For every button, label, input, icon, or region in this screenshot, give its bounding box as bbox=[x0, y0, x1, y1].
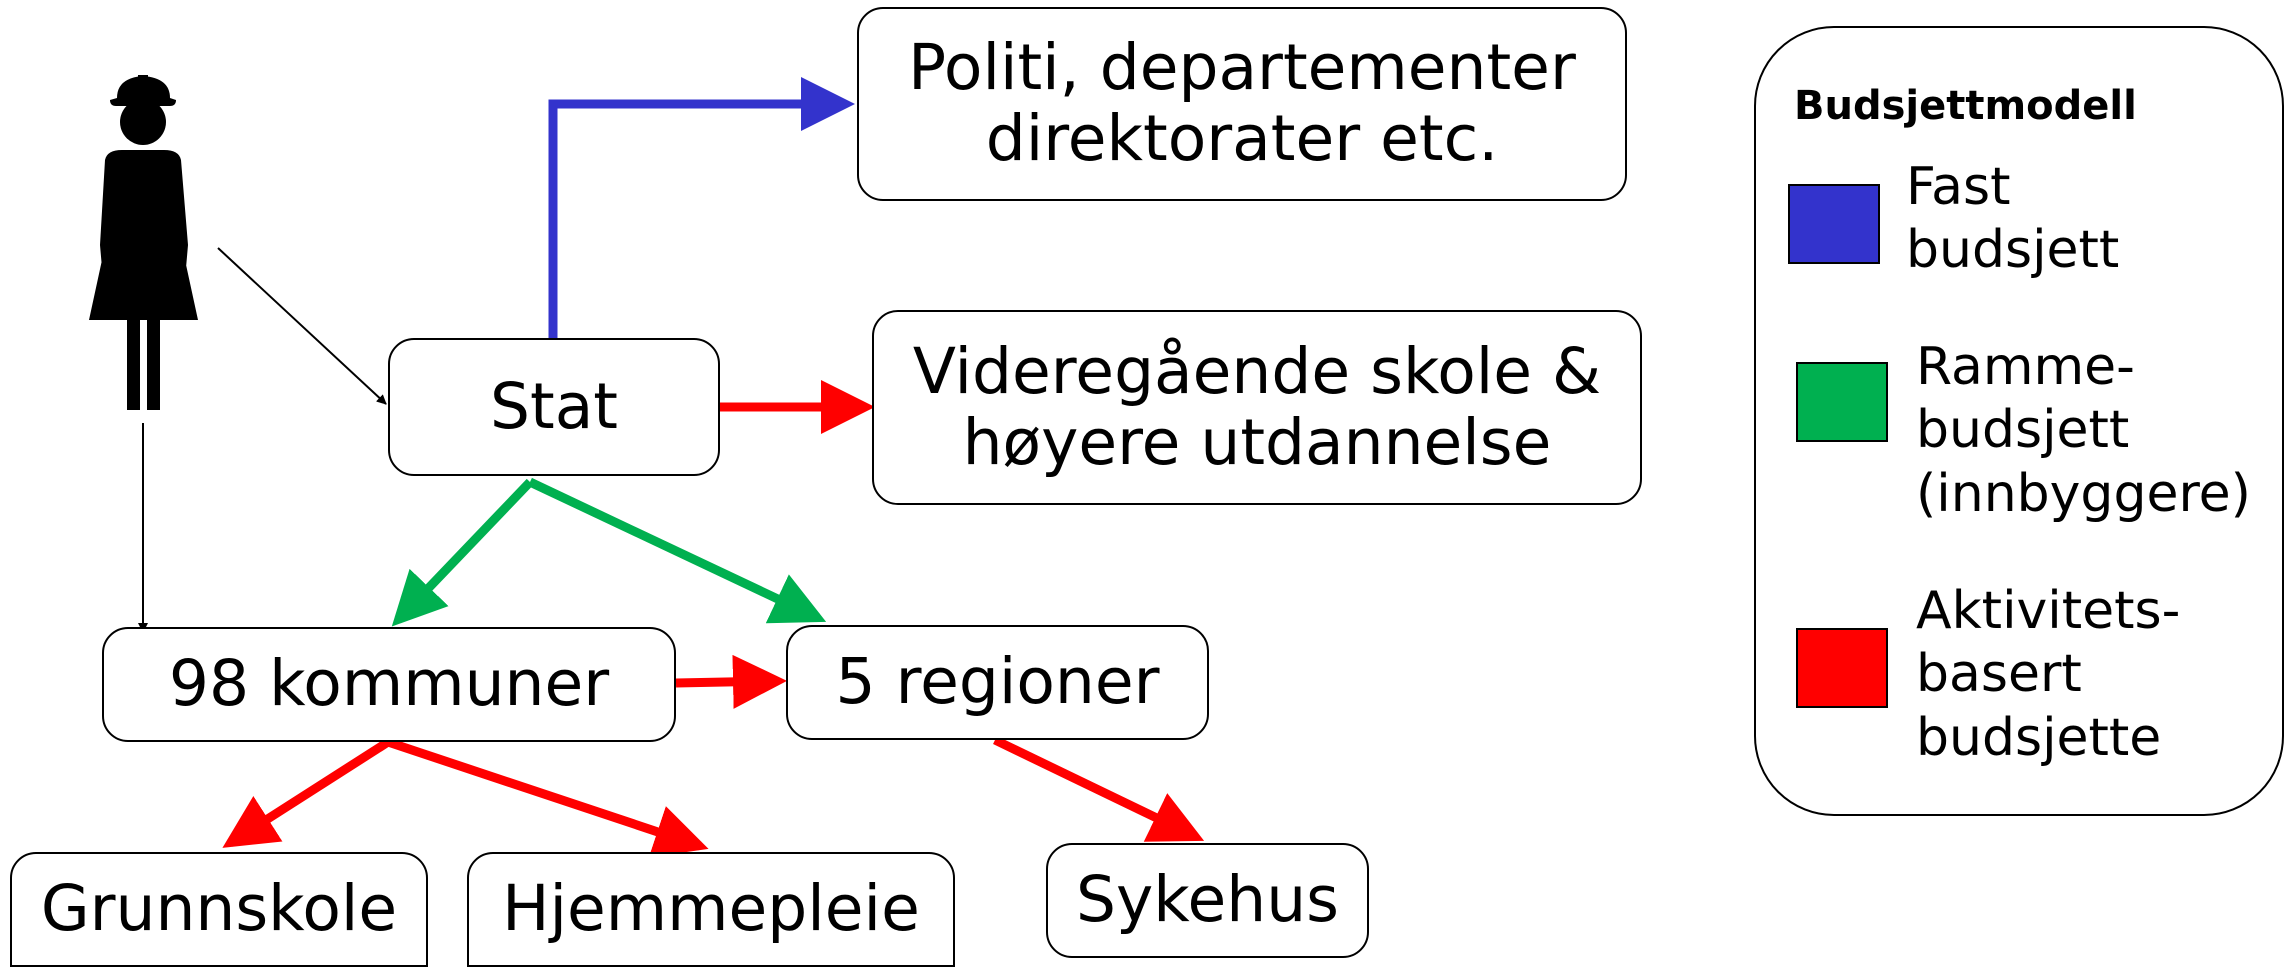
node-videregaende: Videregående skole & høyere utdannelse bbox=[872, 310, 1642, 505]
legend-label-aktivitet: Aktivitets- basert budsjette bbox=[1916, 581, 2181, 768]
arrow-stat-to-regioner bbox=[528, 477, 827, 624]
arrow-stat-to-politi bbox=[548, 77, 855, 338]
legend-title: Budsjettmodell bbox=[1794, 83, 2137, 129]
node-stat: Stat bbox=[388, 338, 720, 476]
node-regioner: 5 regioner bbox=[786, 625, 1209, 740]
legend-label-ramme: Ramme- budsjett (innbyggere) bbox=[1916, 337, 2251, 524]
node-hjemmepleie: Hjemmepleie bbox=[467, 852, 955, 967]
legend: Budsjettmodell Fast budsjett Ramme- buds… bbox=[1754, 26, 2284, 816]
node-stat-label: Stat bbox=[490, 369, 618, 443]
arrow-stat-to-kommuner bbox=[391, 478, 534, 627]
node-regioner-label: 5 regioner bbox=[835, 645, 1160, 719]
arrow-regioner-to-sykehus bbox=[993, 735, 1205, 842]
node-politi: Politi, departementer direktorater etc. bbox=[857, 7, 1627, 201]
arrow-person-to-stat bbox=[217, 247, 387, 405]
node-grunnskole: Grunnskole bbox=[10, 852, 428, 967]
arrow-kommuner-to-hjemmepleie bbox=[386, 737, 709, 858]
node-sykehus-label: Sykehus bbox=[1076, 863, 1339, 937]
arrow-kommuner-to-grunnskole bbox=[222, 738, 391, 848]
node-politi-label: Politi, departementer direktorater etc. bbox=[908, 31, 1576, 175]
legend-swatch-aktivitet bbox=[1796, 628, 1888, 708]
node-kommuner: 98 kommuner bbox=[102, 627, 676, 742]
legend-label-fast: Fast budsjett bbox=[1906, 157, 2120, 281]
node-grunnskole-label: Grunnskole bbox=[40, 872, 398, 946]
person-icon bbox=[89, 75, 198, 410]
legend-swatch-ramme bbox=[1796, 362, 1888, 442]
node-videregaende-label: Videregående skole & høyere utdannelse bbox=[912, 334, 1602, 479]
node-hjemmepleie-label: Hjemmepleie bbox=[502, 872, 920, 946]
legend-swatch-fast bbox=[1788, 184, 1880, 264]
node-sykehus: Sykehus bbox=[1046, 843, 1369, 958]
arrow-kommuner-to-regioner bbox=[675, 654, 787, 709]
node-kommuner-label: 98 kommuner bbox=[168, 647, 610, 721]
